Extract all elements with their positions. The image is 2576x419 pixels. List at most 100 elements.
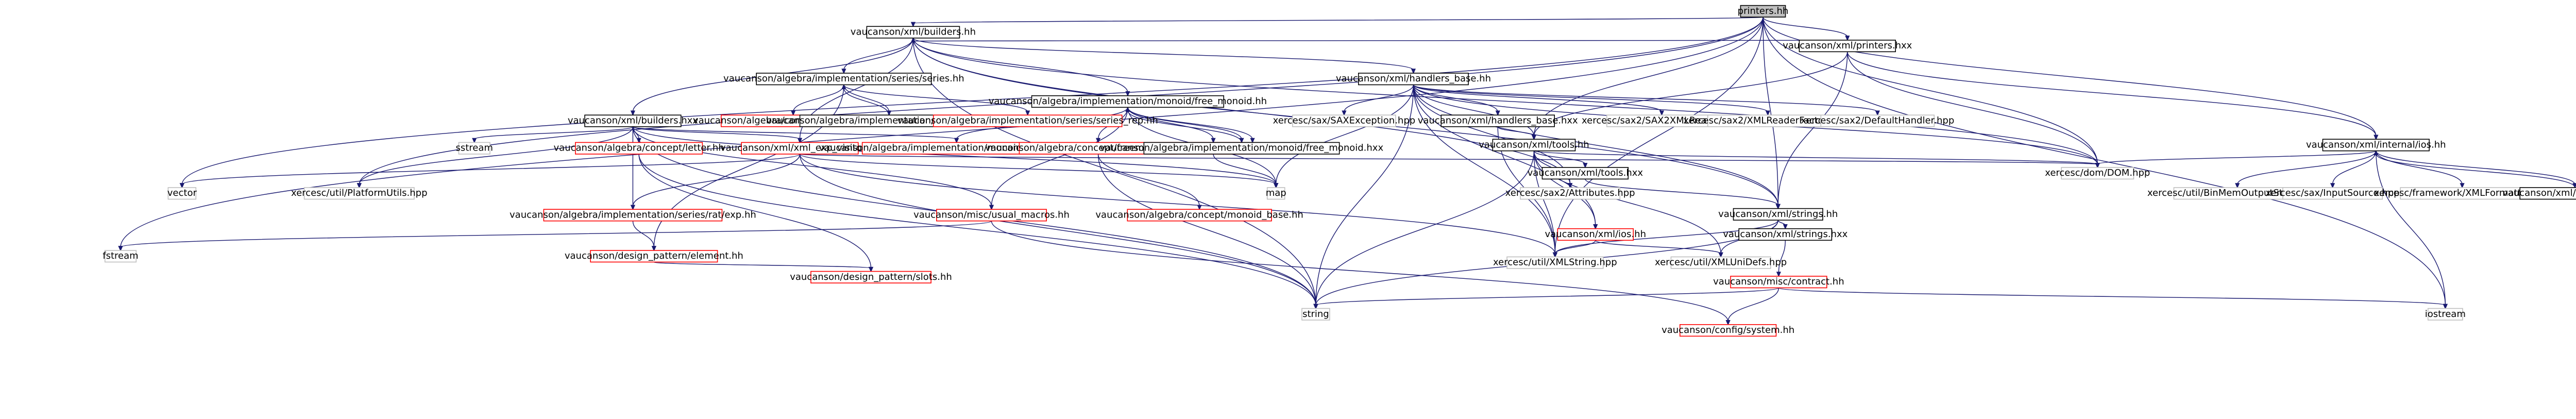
node-label: vaucanson/xml/builders.hxx <box>568 115 698 126</box>
edge-free-monoid-hxx-to-free-monoid-hh <box>1125 106 1242 143</box>
edge-line <box>638 154 1316 306</box>
node-label: fstream <box>103 250 138 261</box>
edge-line <box>1413 85 1535 137</box>
edge-arrowhead <box>1776 272 1781 277</box>
node-defaulthandler[interactable]: xercesc/sax2/DefaultHandler.hpp <box>1801 114 1954 127</box>
edge-builders-hh-to-attributes <box>912 38 1573 189</box>
edge-arrowhead <box>1125 106 1130 112</box>
edge-line <box>632 126 957 140</box>
node-internal-ios-hxx[interactable]: vaucanson/xml/internal/ios.hxx <box>2502 187 2576 200</box>
edge-arrowhead <box>1411 69 1416 74</box>
node-handlers-base-hh[interactable]: vaucanson/xml/handlers_base.hh <box>1336 73 1491 86</box>
edge-internal-ios-hh-to-xmlformatter <box>2376 150 2465 189</box>
node-vector[interactable]: vector <box>167 187 197 200</box>
node-ios-hh[interactable]: vaucanson/xml/ios.hh <box>1545 228 1646 241</box>
edge-arrowhead <box>630 205 635 210</box>
node-strings-hxx[interactable]: vaucanson/xml/strings.hxx <box>1723 228 1848 241</box>
node-rat-exp-hh[interactable]: vaucanson/algebra/implementation/series/… <box>510 209 756 222</box>
edge-xml-exp-visitor-hh-to-map <box>799 154 1279 189</box>
node-fstream[interactable]: fstream <box>103 250 139 263</box>
edge-arrowhead <box>1659 110 1665 116</box>
node-string[interactable]: string <box>1301 308 1330 321</box>
node-builders-hxx[interactable]: vaucanson/xml/builders.hxx <box>568 114 698 127</box>
node-label: vaucanson/xml/internal/ios.hxx <box>2502 188 2576 198</box>
node-label: xercesc/util/PlatformUtils.hpp <box>291 188 428 198</box>
node-system-hh[interactable]: vaucanson/config/system.hh <box>1662 324 1794 337</box>
node-label: vaucanson/algebra/implementation/monoid/… <box>989 96 1267 107</box>
edge-xml-exp-visitor-hh-to-rat-exp-hh <box>630 154 801 210</box>
node-label: vaucanson/xml/strings.hxx <box>1723 229 1848 240</box>
node-box <box>1520 187 1621 200</box>
edge-line <box>2376 150 2575 185</box>
edge-line <box>2332 150 2377 185</box>
node-inputsource[interactable]: xercesc/sax/InputSource.hpp <box>2266 187 2400 200</box>
node-series-hh[interactable]: vaucanson/algebra/implementation/series/… <box>723 73 964 86</box>
node-box <box>741 142 859 155</box>
node-strstream[interactable]: sstream <box>455 142 493 155</box>
edge-arrowhead <box>1025 110 1030 116</box>
edge-line <box>1413 85 1571 185</box>
edge-arrowhead <box>2374 135 2379 140</box>
edge-arrowhead <box>1495 110 1500 116</box>
node-label: map <box>1266 188 1286 198</box>
node-label: string <box>1302 309 1329 320</box>
edge-printers-hxx-to-builders-hh <box>910 37 1848 43</box>
edge-line <box>1127 107 1242 140</box>
node-slots-hh[interactable]: vaucanson/design_pattern/slots.hh <box>790 271 952 283</box>
node-printers-hxx[interactable]: vaucanson/xml/printers.hxx <box>1783 40 1912 53</box>
node-label: xercesc/sax2/DefaultHandler.hpp <box>1801 115 1954 126</box>
node-printers-hh[interactable]: printers.hh <box>1738 5 1789 18</box>
node-saxexception[interactable]: xercesc/sax/SAXException.hpp <box>1273 114 1416 127</box>
node-xmlstring[interactable]: xercesc/util/XMLString.hpp <box>1493 256 1617 269</box>
node-label: iostream <box>2425 309 2466 320</box>
edge-arrowhead <box>1552 252 1557 258</box>
node-box <box>584 114 682 127</box>
node-box <box>1730 276 1827 289</box>
edge-line <box>1344 85 1414 112</box>
node-iostream[interactable]: iostream <box>2425 308 2466 321</box>
edge-line <box>1413 85 1596 226</box>
node-label: vaucanson/algebra/concept/letter.hh <box>554 143 724 154</box>
node-free-monoid-hh[interactable]: vaucanson/algebra/implementation/monoid/… <box>989 95 1267 108</box>
node-box <box>590 250 718 263</box>
edge-xml-exp-visitor-hh-to-dom <box>799 154 2100 169</box>
edge-builders-hh-to-string <box>912 38 1318 310</box>
node-label: vaucanson/xml/tools.hh <box>1479 139 1589 150</box>
edge-arrowhead <box>630 110 635 116</box>
edge-freemonoid-base-hh-to-monoid-base-hh <box>1097 154 1202 210</box>
edge-arrowhead <box>651 246 656 252</box>
node-internal-ios-hh[interactable]: vaucanson/xml/internal/ios.hh <box>2306 139 2446 152</box>
node-map[interactable]: map <box>1266 187 1286 200</box>
node-letter-hh[interactable]: vaucanson/algebra/concept/letter.hh <box>554 142 724 155</box>
node-monoid-base-hh[interactable]: vaucanson/algebra/concept/monoid_base.hh <box>1095 209 1303 222</box>
node-xmlunidefs[interactable]: xercesc/util/XMLUniDefs.hpp <box>1655 256 1787 269</box>
edge-line <box>912 16 1764 24</box>
node-platformutils[interactable]: xercesc/util/PlatformUtils.hpp <box>291 187 428 200</box>
node-free-monoid-hxx[interactable]: vaucanson/algebra/implementation/monoid/… <box>1100 142 1384 155</box>
node-strings-hh[interactable]: vaucanson/xml/strings.hh <box>1718 208 1838 221</box>
node-series-rep-hh[interactable]: vaucanson/algebra/implementation/series/… <box>897 114 1158 127</box>
node-xmlreaderfactory[interactable]: xercesc/sax2/XMLReaderFactory.hpp <box>1683 114 1852 127</box>
node-tools-hh[interactable]: vaucanson/xml/tools.hh <box>1479 139 1589 152</box>
node-box <box>1301 308 1330 321</box>
node-label: xercesc/util/XMLString.hpp <box>1493 257 1617 268</box>
node-dom[interactable]: xercesc/dom/DOM.hpp <box>2045 167 2150 180</box>
edge-line <box>632 154 801 207</box>
node-attributes[interactable]: xercesc/sax2/Attributes.hpp <box>1505 187 1635 200</box>
edge-contract-hh-to-string <box>1313 287 1780 310</box>
node-sax2xmlreader[interactable]: xercesc/sax2/SAX2XMLReader.hpp <box>1582 114 1742 127</box>
edge-arrowhead <box>1875 110 1880 116</box>
edge-line <box>1097 154 1200 207</box>
edge-line <box>1315 85 1414 306</box>
node-tools-hxx[interactable]: vaucanson/xml/tools.hxx <box>1528 167 1643 180</box>
edge-line <box>1533 150 1586 165</box>
node-handlers-base-hxx[interactable]: vaucanson/xml/handlers_base.hxx <box>1418 114 1578 127</box>
node-xml-exp-visitor-hh[interactable]: vaucanson/xml/xml_exp_visitor.hh <box>720 142 879 155</box>
edge-handlers-base-hh-to-defaulthandler <box>1413 84 1880 116</box>
edge-line <box>1097 154 1316 306</box>
edge-line <box>1762 17 2446 306</box>
node-usual-macros-hh[interactable]: vaucanson/misc/usual_macros.hh <box>913 209 1070 222</box>
node-element-hh[interactable]: vaucanson/design_pattern/element.hh <box>565 250 743 263</box>
node-contract-hh[interactable]: vaucanson/misc/contract.hh <box>1713 276 1844 289</box>
node-builders-hh[interactable]: vaucanson/xml/builders.hh <box>851 26 976 39</box>
